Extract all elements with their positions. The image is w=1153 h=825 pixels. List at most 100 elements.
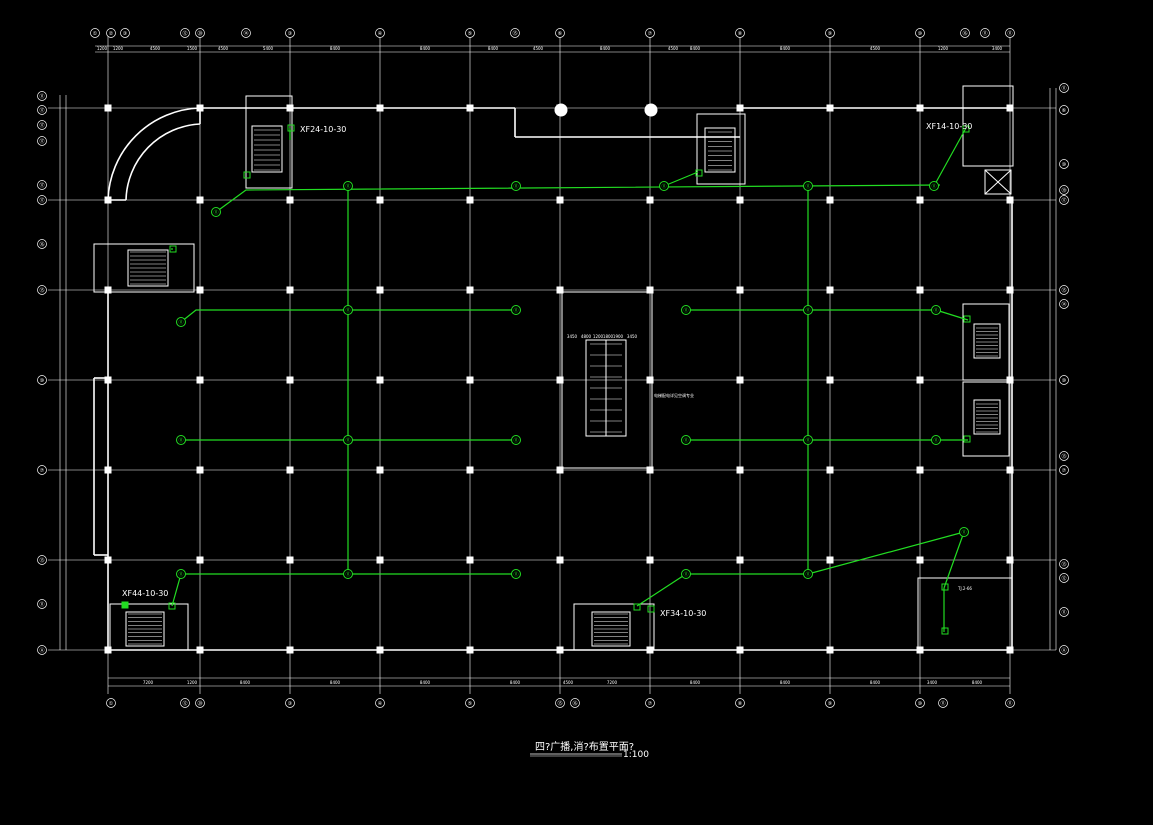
axis-bubble: ⑨ — [825, 28, 835, 38]
axis-label: ⑫ — [182, 30, 187, 37]
column — [916, 104, 924, 112]
axis-label: ⑩ — [40, 378, 45, 384]
dimension-bottom: 8400 — [690, 680, 701, 685]
distribution-boxes — [121, 124, 971, 635]
speaker-mark: ⑪ — [661, 183, 666, 190]
dimension-bottom: 8400 — [240, 680, 251, 685]
column — [1006, 376, 1014, 384]
column — [916, 646, 924, 654]
axis-label: ⑧ — [738, 701, 743, 707]
column — [104, 286, 112, 294]
speaker-icon: ⑪ — [511, 435, 521, 445]
speaker-icon: ⑪ — [211, 207, 221, 217]
axis-label: ⑪ — [39, 601, 44, 608]
axis-label: ⑪ — [982, 30, 987, 37]
axis-bubble: ⑪ — [1005, 698, 1015, 708]
column — [646, 286, 654, 294]
column — [736, 286, 744, 294]
escalator-note: 电梯配电详见空调专业 — [654, 392, 694, 398]
axis-bubble: ⑤ — [465, 28, 475, 38]
speaker-mark: ⑪ — [345, 307, 350, 314]
column — [916, 556, 924, 564]
axis-label: ⑲ — [1061, 187, 1066, 194]
axis-label: ⑰ — [39, 122, 44, 129]
axis-label: ⑮ — [557, 700, 562, 707]
dimension-bottom: 8400 — [870, 680, 881, 685]
column — [286, 376, 294, 384]
axis-bubble: ⑬ — [1059, 451, 1069, 461]
axis-bubble: ⑩ — [1059, 159, 1069, 169]
axis-bubble: ⑫ — [1059, 573, 1069, 583]
dimension-bottom: 8400 — [972, 680, 983, 685]
column — [826, 646, 834, 654]
axis-bubble: ③ — [285, 698, 295, 708]
axis-bubble: ⑩ — [37, 375, 47, 385]
column — [826, 466, 834, 474]
axis-label: ⑪ — [1061, 85, 1066, 92]
column — [556, 466, 564, 474]
axis-bubble: ⑬ — [1059, 559, 1069, 569]
axis-bubble: ⑭ — [1059, 299, 1069, 309]
axis-label: ③ — [288, 31, 292, 37]
axis-label: ③ — [288, 701, 292, 707]
column — [104, 376, 112, 384]
speaker-icon: ⑪ — [343, 569, 353, 579]
axis-bubble: ① — [106, 698, 116, 708]
axis-label: ⑫ — [1061, 575, 1066, 582]
axis-bubble: ⑦ — [37, 465, 47, 475]
dimension-bottom: 8400 — [510, 680, 521, 685]
escalator-dimension: 3450 — [567, 334, 578, 339]
column — [466, 286, 474, 294]
axis-label: ① — [93, 31, 98, 37]
speaker-mark: ⑪ — [513, 307, 518, 314]
column — [556, 646, 564, 654]
column — [286, 646, 294, 654]
axis-label: ① — [109, 701, 114, 707]
axis-label: ⑰ — [39, 197, 44, 204]
escalator-dimension: 4800 — [581, 334, 592, 339]
column — [646, 646, 654, 654]
column — [286, 556, 294, 564]
speaker-icon: ⑪ — [931, 305, 941, 315]
column — [556, 104, 564, 112]
axis-bubble: ⑫ — [180, 28, 190, 38]
column — [556, 376, 564, 384]
column — [196, 376, 204, 384]
axis-label: ⑪ — [940, 700, 945, 707]
dimension-bottom: 8400 — [420, 680, 431, 685]
speaker-mark: ⑪ — [805, 183, 810, 190]
axis-label: ⑭ — [1061, 301, 1066, 308]
axis-label: ⑤ — [468, 31, 472, 37]
structural-columns — [104, 104, 1014, 654]
axis-bubble: ⑯ — [960, 28, 970, 38]
axis-label: ⑬ — [39, 557, 44, 564]
dimension-top: 3400 — [992, 46, 1003, 51]
speaker-mark: ⑪ — [178, 437, 183, 444]
escalator-dimension: 1900 — [613, 334, 624, 339]
structural-grid — [48, 36, 1056, 694]
axis-bubble: ⑪ — [1059, 607, 1069, 617]
column — [196, 646, 204, 654]
column — [736, 556, 744, 564]
axis-label: ⑮ — [512, 30, 517, 37]
column — [466, 376, 474, 384]
axis-bubble: ⑪ — [1005, 28, 1015, 38]
axis-bubble: ⑮ — [555, 698, 565, 708]
column — [916, 466, 924, 474]
axis-label: ⑮ — [39, 287, 44, 294]
axis-label: ⑯ — [572, 700, 577, 707]
speaker-mark: ⑪ — [345, 437, 350, 444]
axis-label: ⑩ — [918, 31, 923, 37]
speaker-icon: ⑪ — [803, 181, 813, 191]
column — [104, 556, 112, 564]
dimension-bottom: 7200 — [143, 680, 154, 685]
dimension-bottom: 8400 — [330, 680, 341, 685]
label-xf3: XF34-10-30 — [660, 609, 706, 618]
speaker-mark: ⑪ — [683, 571, 688, 578]
escalator-dimension: 3450 — [627, 334, 638, 339]
speaker-mark: ⑪ — [931, 183, 936, 190]
speaker-mark: ⑪ — [933, 307, 938, 314]
